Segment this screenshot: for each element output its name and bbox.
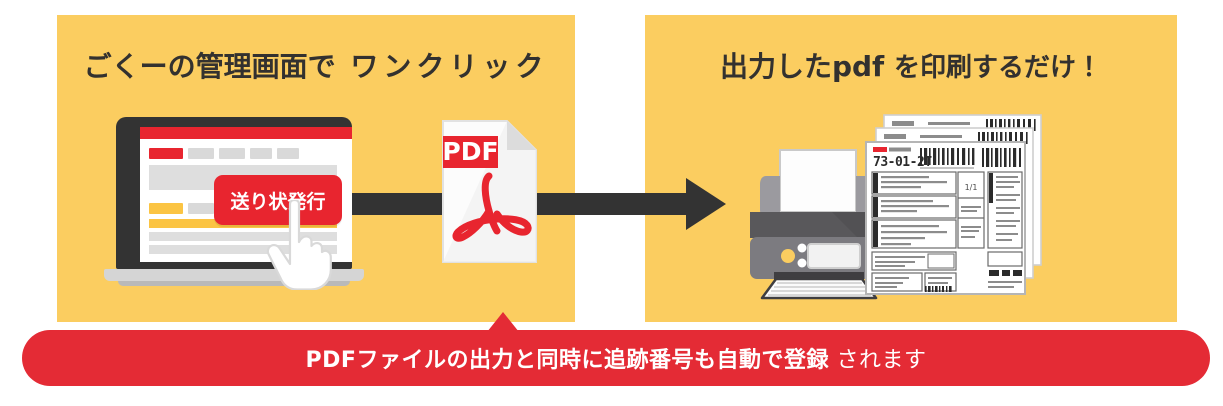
app-tab-row-top (149, 148, 299, 159)
pdf-badge-label: PDF (442, 137, 498, 166)
bottom-banner-text-tail: されます (828, 348, 927, 373)
hand-pointer-cursor-icon (266, 200, 332, 290)
app-lower-tab-1[interactable] (149, 203, 183, 214)
app-tab-5[interactable] (277, 148, 299, 159)
arrow-pdf-to-printer-shaft (595, 193, 690, 215)
right-panel-title: 出力したpdf を印刷するだけ！ (645, 45, 1177, 85)
app-tab-2[interactable] (188, 148, 214, 159)
right-panel-title-main: 出力したpdf (719, 50, 885, 83)
app-row-3 (149, 245, 337, 254)
laptop-base-shadow (118, 281, 350, 286)
printer-power-button (781, 249, 795, 263)
arrow-laptop-to-pdf-shaft-left (352, 193, 462, 215)
app-tab-4[interactable] (250, 148, 272, 159)
app-tab-3[interactable] (219, 148, 245, 159)
label-page-count: 1/1 (965, 183, 978, 192)
printer-button-1 (797, 243, 807, 253)
issue-invoice-button-label: 送り状発行 (230, 190, 326, 213)
banner-pointer-triangle (487, 312, 519, 332)
printer-button-2 (797, 258, 807, 268)
arrow-pdf-to-printer-head-icon (686, 178, 726, 230)
right-panel-title-emph: を印刷するだけ！ (894, 53, 1103, 83)
left-panel-title: ごくーの管理画面で ワンクリック (57, 45, 575, 85)
app-lower-tab-2[interactable] (188, 203, 214, 214)
app-header-bar (140, 127, 352, 139)
bottom-banner-text: PDFファイルの出力と同時に追跡番号も自動で登録 されます (306, 342, 927, 374)
bottom-banner: PDFファイルの出力と同時に追跡番号も自動で登録 されます (22, 330, 1210, 386)
pdf-document-icon: PDF (442, 120, 537, 263)
issue-invoice-button[interactable]: 送り状発行 (214, 175, 342, 225)
left-panel-title-main: ごくーの管理画面で (83, 50, 336, 83)
printer-display (807, 243, 861, 269)
bottom-banner-text-bold: PDFファイルの出力と同時に追跡番号も自動で登録 (305, 348, 829, 373)
printer-icon (750, 149, 886, 300)
label-tracking-code: 73-01-2T (873, 155, 932, 170)
shipping-label-stack-icon: 73-01-2T (865, 114, 1042, 295)
app-tab-1[interactable] (149, 148, 183, 159)
app-row-2 (149, 232, 337, 241)
left-panel-title-emph: ワンクリック (350, 50, 549, 83)
